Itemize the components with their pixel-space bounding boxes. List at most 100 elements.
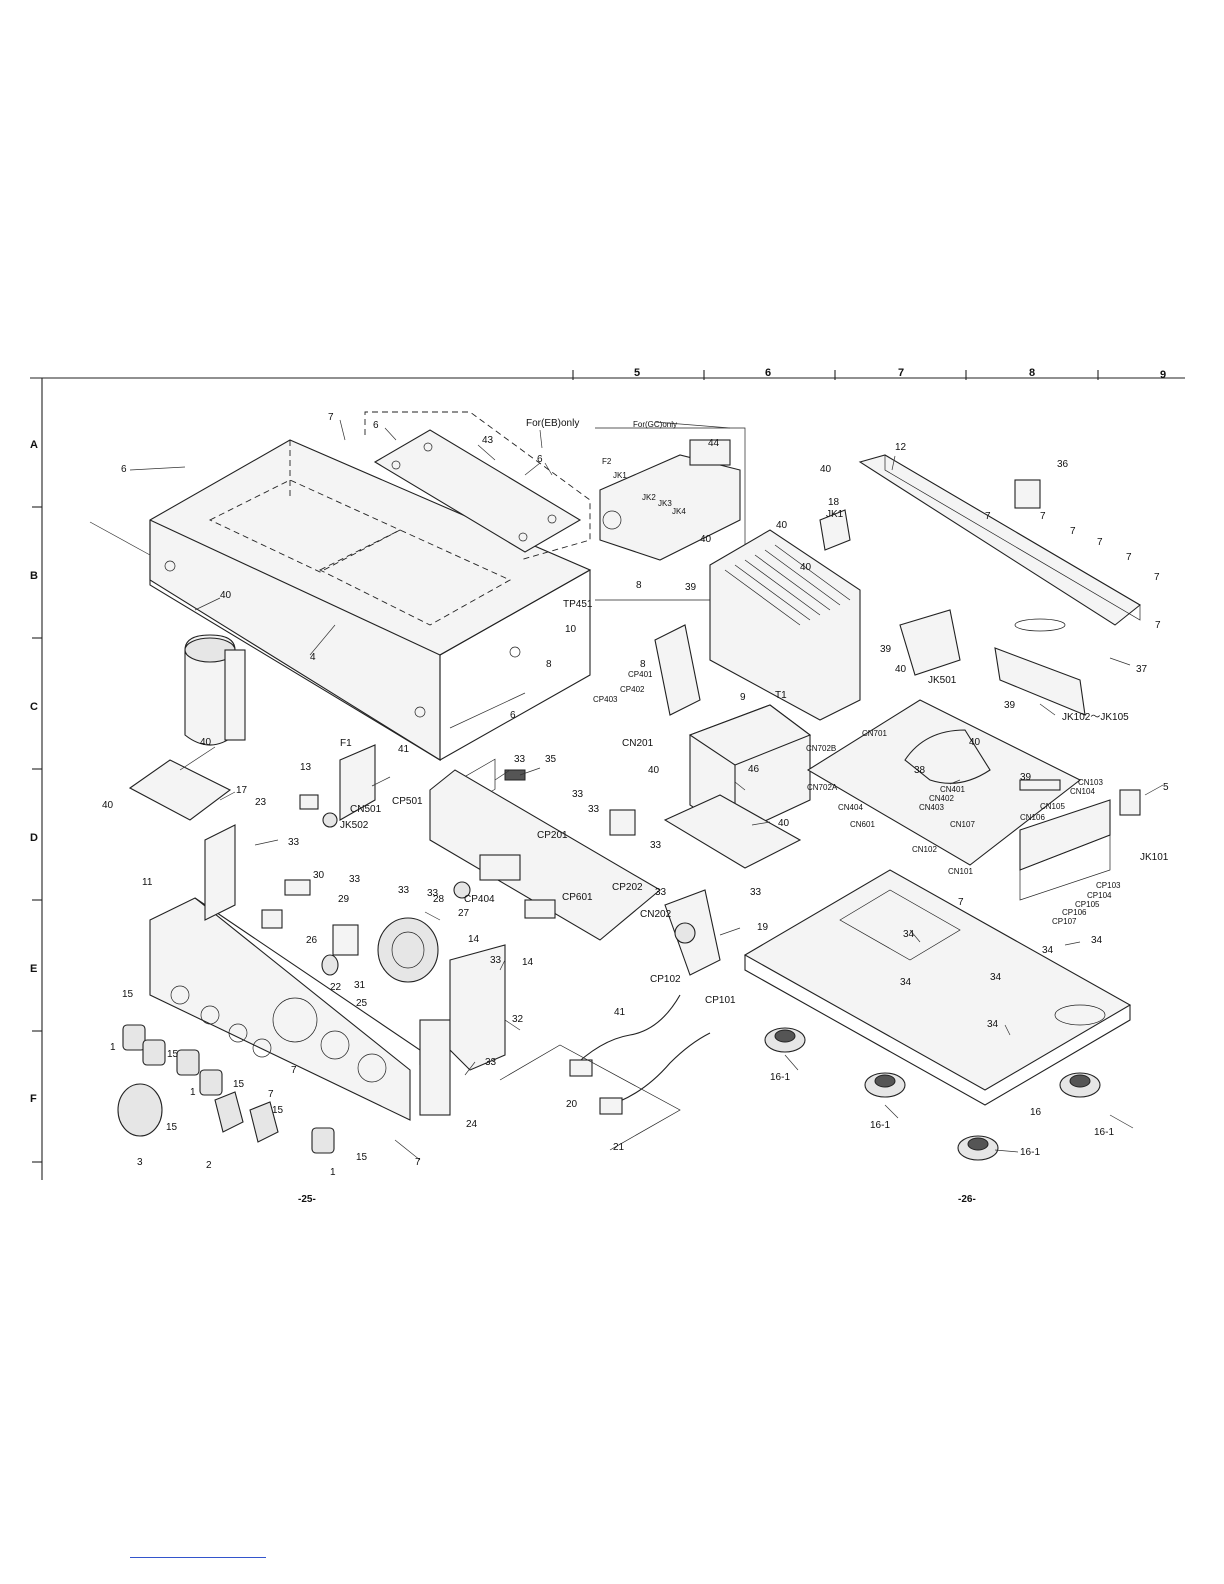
callout-23: 23 bbox=[255, 797, 267, 808]
callout-15-a: 15 bbox=[122, 989, 134, 1000]
page-number-left: -25- bbox=[298, 1194, 316, 1205]
page-number-right: -26- bbox=[958, 1194, 976, 1205]
cable-part bbox=[499, 994, 711, 1151]
callout-34-a: 34 bbox=[903, 929, 915, 940]
callout-40-b: 40 bbox=[776, 520, 788, 531]
callout-43: 43 bbox=[482, 435, 494, 446]
callout-33-b: 33 bbox=[514, 754, 526, 765]
callout-cn404: CN404 bbox=[838, 803, 863, 812]
callout-7-l: 7 bbox=[1155, 620, 1161, 631]
callout-14-b: 14 bbox=[522, 957, 534, 968]
callout-8-a: 8 bbox=[636, 580, 642, 591]
grid-col-6: 6 bbox=[765, 367, 771, 379]
callout-7-k: 7 bbox=[1154, 572, 1160, 583]
callout-6-a: 6 bbox=[373, 420, 379, 431]
callout-cn102: CN102 bbox=[912, 845, 937, 854]
callout-cn201: CN201 bbox=[622, 738, 654, 749]
callout-cn104: CN104 bbox=[1070, 787, 1095, 796]
callout-15-f: 15 bbox=[356, 1152, 368, 1163]
callout-7-h: 7 bbox=[1070, 526, 1076, 537]
grid-frame: 5 6 7 8 9 A B C D E F bbox=[30, 367, 1185, 1180]
callout-15-b: 15 bbox=[167, 1049, 179, 1060]
callout-cp601: CP601 bbox=[562, 892, 593, 903]
callout-20: 20 bbox=[566, 1099, 578, 1110]
grid-row-b: B bbox=[30, 570, 38, 582]
callout-3: 3 bbox=[137, 1157, 143, 1168]
callout-jk2: JK2 bbox=[642, 493, 656, 502]
callout-33-i: 33 bbox=[398, 885, 410, 896]
sub-chassis-part bbox=[449, 944, 506, 1071]
callout-37: 37 bbox=[1136, 664, 1148, 675]
callout-cp104: CP104 bbox=[1087, 891, 1112, 900]
callout-32: 32 bbox=[512, 1014, 524, 1025]
callout-jk101: JK101 bbox=[1140, 852, 1169, 863]
callout-jk1-b: JK1 bbox=[826, 509, 844, 520]
callout-33-d: 33 bbox=[588, 804, 600, 815]
callout-cn402: CN402 bbox=[929, 794, 954, 803]
callout-46: 46 bbox=[748, 764, 760, 775]
callout-labels: 7 6 43 6 6 44 F2 JK1 JK2 JK3 JK4 12 36 4… bbox=[102, 412, 1169, 1178]
heat-sink-part bbox=[654, 529, 861, 721]
callout-jk1-a: JK1 bbox=[613, 471, 627, 480]
callout-16-1-b: 16-1 bbox=[870, 1120, 890, 1131]
grid-row-f: F bbox=[30, 1093, 37, 1105]
callout-41-a: 41 bbox=[398, 744, 410, 755]
callout-cn101: CN101 bbox=[948, 867, 973, 876]
callout-cn105: CN105 bbox=[1040, 802, 1065, 811]
callout-40-f: 40 bbox=[895, 664, 907, 675]
callout-cn403: CN403 bbox=[919, 803, 944, 812]
top-cover-part bbox=[149, 439, 592, 819]
main-pcb-part bbox=[429, 769, 661, 941]
callout-29: 29 bbox=[338, 894, 350, 905]
power-pcb-part bbox=[806, 699, 1082, 866]
callout-6-d: 6 bbox=[510, 710, 516, 721]
callout-11: 11 bbox=[142, 877, 153, 888]
callout-cn501: CN501 bbox=[350, 804, 382, 815]
eb-only-note: For(EB)only bbox=[526, 418, 579, 429]
callout-38: 38 bbox=[914, 765, 926, 776]
callout-35: 35 bbox=[545, 754, 557, 765]
callout-33-f: 33 bbox=[655, 887, 667, 898]
transformer-part bbox=[663, 704, 812, 869]
callout-cp102: CP102 bbox=[650, 974, 681, 985]
front-panel-part bbox=[149, 897, 451, 1121]
callout-41-b: 41 bbox=[614, 1007, 626, 1018]
callout-34-e: 34 bbox=[990, 972, 1002, 983]
jk101-board-part bbox=[1019, 789, 1141, 901]
callout-cn701: CN701 bbox=[862, 729, 887, 738]
callout-40-e: 40 bbox=[220, 590, 232, 601]
callout-40-a: 40 bbox=[820, 464, 832, 475]
callout-34-f: 34 bbox=[987, 1019, 999, 1030]
callout-7-g: 7 bbox=[1040, 511, 1046, 522]
callout-7-e: 7 bbox=[958, 897, 964, 908]
callout-10: 10 bbox=[565, 624, 577, 635]
bottom-chassis-part bbox=[743, 869, 1132, 1106]
callout-40-c: 40 bbox=[700, 534, 712, 545]
callout-cp501: CP501 bbox=[392, 796, 423, 807]
callout-39-a: 39 bbox=[685, 582, 697, 593]
callout-7-c: 7 bbox=[268, 1089, 274, 1100]
grid-col-9: 9 bbox=[1160, 369, 1166, 381]
callout-cp107: CP107 bbox=[1052, 917, 1077, 926]
callout-jk4: JK4 bbox=[672, 507, 686, 516]
callout-cp404: CP404 bbox=[464, 894, 495, 905]
callout-33-e: 33 bbox=[650, 840, 662, 851]
callout-17: 17 bbox=[236, 785, 248, 796]
callout-1-c: 1 bbox=[330, 1167, 336, 1178]
callout-25: 25 bbox=[356, 998, 368, 1009]
callout-9: 9 bbox=[740, 692, 746, 703]
callout-tp451: TP451 bbox=[563, 599, 593, 610]
callout-cn702b: CN702B bbox=[806, 744, 836, 753]
callout-8-c: 8 bbox=[546, 659, 552, 670]
callout-44: 44 bbox=[708, 438, 720, 449]
callout-7-f: 7 bbox=[985, 511, 991, 522]
callout-cp201: CP201 bbox=[537, 830, 568, 841]
callout-26: 26 bbox=[306, 935, 318, 946]
callout-f2: F2 bbox=[602, 457, 612, 466]
speaker-terminals-part bbox=[819, 509, 1086, 716]
callout-2: 2 bbox=[206, 1160, 212, 1171]
callout-cn106: CN106 bbox=[1020, 813, 1045, 822]
callout-28: 28 bbox=[433, 894, 445, 905]
grid-col-8: 8 bbox=[1029, 367, 1035, 379]
callout-cp202: CP202 bbox=[612, 882, 643, 893]
